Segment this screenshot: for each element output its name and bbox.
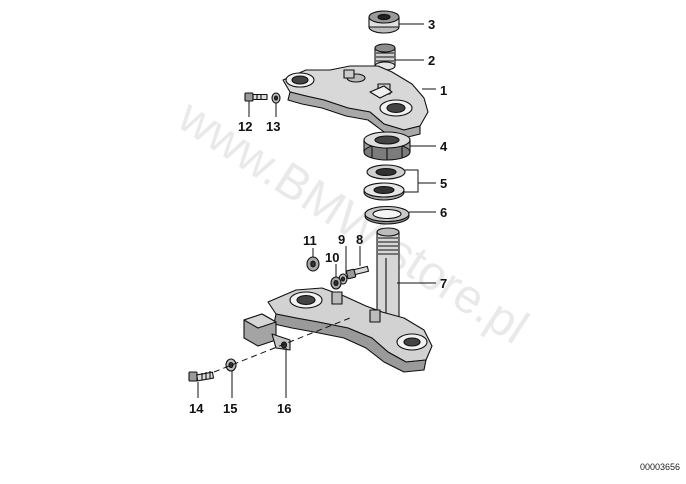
callout-12: 12 xyxy=(238,119,252,134)
part-8-clamp-bolt[interactable] xyxy=(345,265,370,280)
callout-13: 13 xyxy=(266,119,280,134)
part-10-nut[interactable] xyxy=(330,276,342,290)
part-5-taper-roller-bearing[interactable] xyxy=(363,164,406,201)
callout-6: 6 xyxy=(440,205,447,220)
callout-10: 10 xyxy=(325,250,339,265)
callout-2: 2 xyxy=(428,53,435,68)
callout-11: 11 xyxy=(303,233,317,248)
diagram-code: 00003656 xyxy=(640,462,680,472)
callout-16: 16 xyxy=(277,401,291,416)
callout-14: 14 xyxy=(189,401,204,416)
part-3-collar-nut[interactable] xyxy=(368,10,400,34)
part-15-washer[interactable] xyxy=(225,358,237,372)
callout-8: 8 xyxy=(356,232,363,247)
part-4-slotted-nut[interactable] xyxy=(363,131,411,161)
callout-5: 5 xyxy=(440,176,447,191)
callout-4: 4 xyxy=(440,139,448,154)
part-6-sealing-ring[interactable] xyxy=(364,205,410,225)
part-12-bolt[interactable] xyxy=(244,92,268,102)
callout-7: 7 xyxy=(440,276,447,291)
callout-3: 3 xyxy=(428,17,435,32)
part-1-upper-fork-bridge[interactable] xyxy=(282,65,429,139)
part-2-threaded-sleeve[interactable] xyxy=(374,43,396,71)
part-7-lower-fork-bridge[interactable] xyxy=(267,227,433,373)
part-13-washer[interactable] xyxy=(271,92,281,104)
part-14-bolt[interactable] xyxy=(188,371,215,382)
part-16-bracket[interactable] xyxy=(243,313,291,351)
leader-lines xyxy=(197,23,436,398)
callout-15: 15 xyxy=(223,401,237,416)
callout-9: 9 xyxy=(338,232,345,247)
callout-1: 1 xyxy=(440,83,447,98)
assembly-axis-line xyxy=(213,317,351,373)
part-11-nut[interactable] xyxy=(306,256,320,272)
